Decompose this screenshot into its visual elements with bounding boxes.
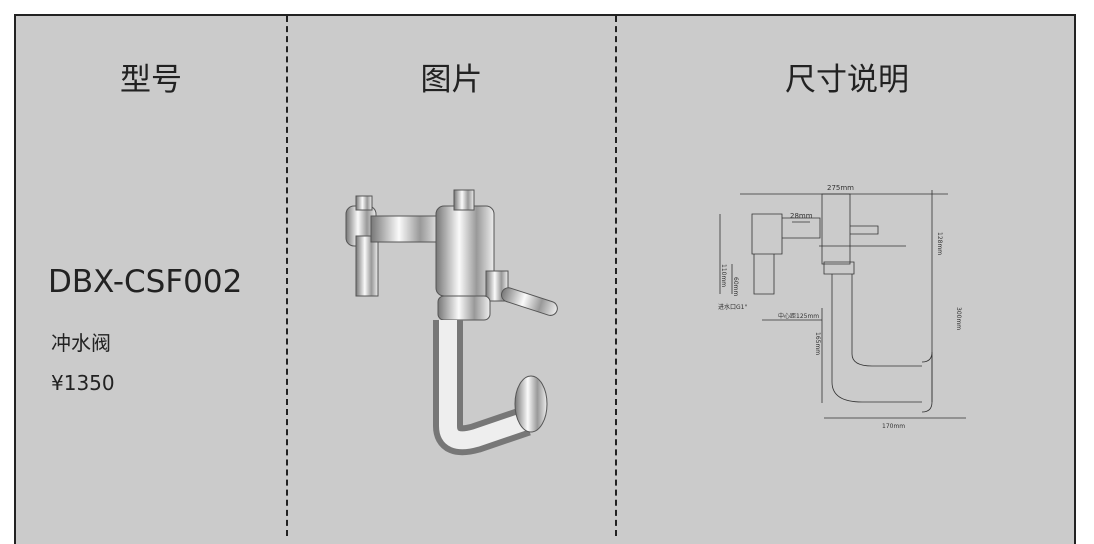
flush-valve-photo (345, 189, 558, 456)
dim-outlet: 170mm (882, 423, 905, 430)
dimension-diagram: 275mm 28mm 128mm 110mm 60mm 进水口G1" 中心距12… (718, 184, 966, 430)
dim-height-left: 110mm (720, 264, 727, 287)
dim-inlet-length: 60mm (732, 277, 739, 296)
dim-total-height: 300mm (955, 307, 962, 330)
dim-height-top: 128mm (936, 232, 943, 255)
header-dimensions: 尺寸说明 (785, 62, 909, 98)
column-divider (286, 16, 288, 536)
dim-pipe: 28mm (790, 212, 813, 220)
dim-total-width: 275mm (827, 184, 854, 192)
header-picture: 图片 (420, 62, 483, 98)
model-number: DBX-CSF002 (48, 264, 243, 300)
product-price: ¥1350 (51, 371, 115, 395)
header-model: 型号 (120, 62, 182, 98)
product-table: 型号 图片 尺寸说明 DBX-CSF002 冲水阀 ¥1350 275mm 28… (14, 14, 1076, 544)
dim-center: 中心距125mm (778, 312, 819, 320)
product-name: 冲水阀 (51, 331, 111, 355)
dim-inlet: 进水口G1" (718, 303, 747, 311)
column-divider (615, 16, 617, 536)
dim-drop: 165mm (814, 332, 821, 355)
